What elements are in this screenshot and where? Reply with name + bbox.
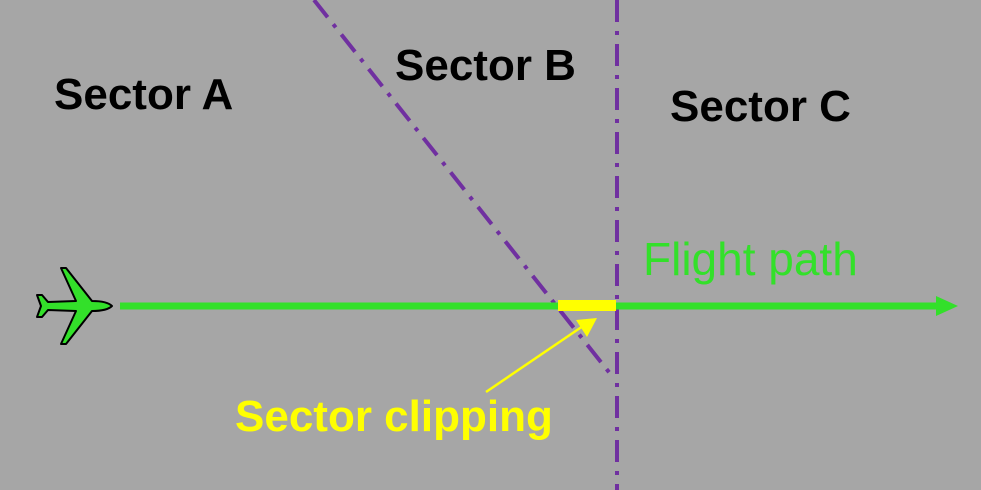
sector-a-label: Sector A: [54, 70, 234, 119]
clipping-pointer-line: [485, 324, 584, 394]
flight-path-arrowhead: [936, 296, 958, 316]
sector-b-label: Sector B: [395, 41, 576, 90]
clipping-segment: [558, 300, 616, 311]
sector-clipping-label: Sector clipping: [235, 392, 553, 441]
sector-boundary-ab: [312, 0, 614, 378]
clipping-pointer-arrowhead: [576, 318, 597, 337]
airplane-icon: [36, 267, 113, 345]
sector-c-label: Sector C: [670, 82, 851, 131]
flight-path-label: Flight path: [643, 233, 858, 285]
